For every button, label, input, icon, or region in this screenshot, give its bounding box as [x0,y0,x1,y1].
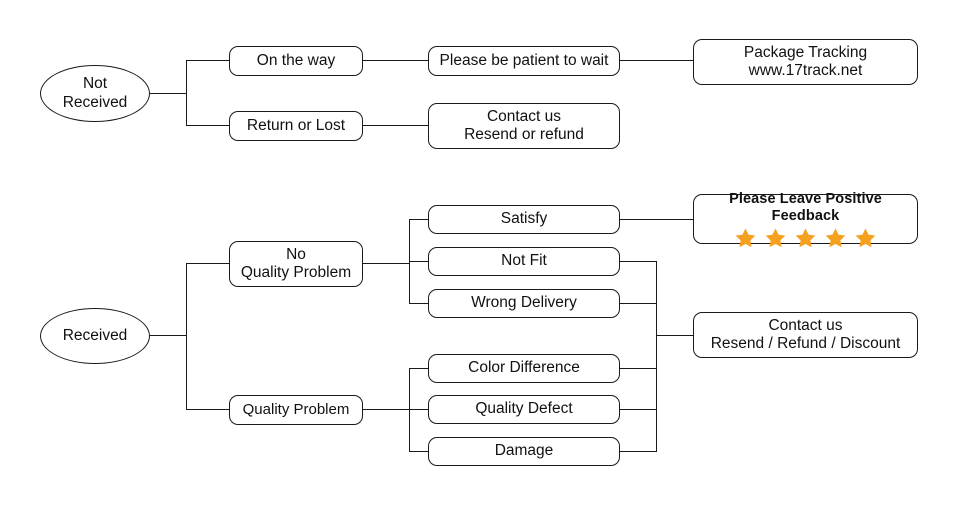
node-please-be-patient[interactable]: Please be patient to wait [428,46,620,76]
node-positive-feedback[interactable]: Please Leave Positive Feedback [693,190,918,248]
node-please-be-patient-label: Please be patient to wait [439,51,609,69]
node-wrong-delivery[interactable]: Wrong Delivery [428,289,620,318]
connector-quality-to-qualitydefect [409,409,429,411]
connector-damage-to-bus [620,451,657,453]
connector-noquality-to-satisfy [409,219,429,221]
connector-notfit-to-bus [620,261,657,263]
connector-satisfy-to-feedback [620,219,694,221]
node-contact-resolution-label: Contact us Resend / Refund / Discount [710,316,901,352]
connector-received-to-quality [186,409,230,411]
node-wrong-delivery-label: Wrong Delivery [471,294,577,312]
connector-received-to-noquality [186,263,230,265]
node-color-difference[interactable]: Color Difference [428,354,620,383]
connector-colordifference-to-bus [620,368,657,370]
node-not-received[interactable]: Not Received [40,65,150,122]
node-package-tracking[interactable]: Package Tracking www.17track.net [693,39,918,85]
node-satisfy-label: Satisfy [500,210,548,228]
node-on-the-way[interactable]: On the way [229,46,363,76]
node-received[interactable]: Received [40,308,150,364]
node-contact-resend-refund-label: Contact us Resend or refund [464,107,584,143]
connector-received-bus [186,263,188,410]
node-quality-problem-label: Quality Problem [242,401,350,419]
connector-notreceived-to-ontheway [186,60,230,62]
connector-noquality-out [363,263,410,265]
connector-wait-to-tracking [620,60,694,62]
star-icon[interactable] [764,227,787,249]
node-quality-defect[interactable]: Quality Defect [428,395,620,424]
connector-quality-to-colordifference [409,368,429,370]
node-on-the-way-label: On the way [256,51,336,69]
connector-notreceived-root [150,93,187,95]
node-color-difference-label: Color Difference [468,359,580,377]
connector-noquality-to-wrongdelivery [409,303,429,305]
node-quality-defect-label: Quality Defect [475,400,573,418]
node-no-quality-problem[interactable]: No Quality Problem [229,241,363,287]
star-icon[interactable] [794,227,817,249]
connector-wrongdelivery-to-bus [620,303,657,305]
node-received-label: Received [62,326,128,344]
connector-bus-to-resolution [656,335,694,337]
node-return-or-lost-label: Return or Lost [246,116,346,134]
connector-noquality-to-notfit [409,261,429,263]
node-return-or-lost[interactable]: Return or Lost [229,111,363,141]
node-quality-problem[interactable]: Quality Problem [229,395,363,425]
node-not-fit-label: Not Fit [501,252,547,270]
star-rating[interactable] [734,227,877,249]
connector-notreceived-bus [186,60,188,126]
positive-feedback-label: Please Leave Positive Feedback [729,190,882,224]
node-package-tracking-label: Package Tracking www.17track.net [743,43,868,79]
connector-received-root [150,335,187,337]
node-no-quality-problem-label: No Quality Problem [240,245,352,281]
star-icon[interactable] [734,227,757,249]
connector-notreceived-to-returnorlost [186,125,230,127]
node-damage-label: Damage [494,442,554,460]
connector-qualitydefect-to-bus [620,409,657,411]
connector-ontheway-to-wait [363,60,429,62]
connector-returnorlost-to-contact [363,125,429,127]
node-contact-resolution[interactable]: Contact us Resend / Refund / Discount [693,312,918,358]
star-icon[interactable] [824,227,847,249]
node-contact-resend-refund[interactable]: Contact us Resend or refund [428,103,620,149]
node-damage[interactable]: Damage [428,437,620,466]
connector-quality-out [363,409,410,411]
connector-resolution-bus [656,261,658,452]
node-not-received-label: Not Received [62,75,128,111]
connector-quality-to-damage [409,451,429,453]
node-not-fit[interactable]: Not Fit [428,247,620,276]
star-icon[interactable] [854,227,877,249]
node-satisfy[interactable]: Satisfy [428,205,620,234]
